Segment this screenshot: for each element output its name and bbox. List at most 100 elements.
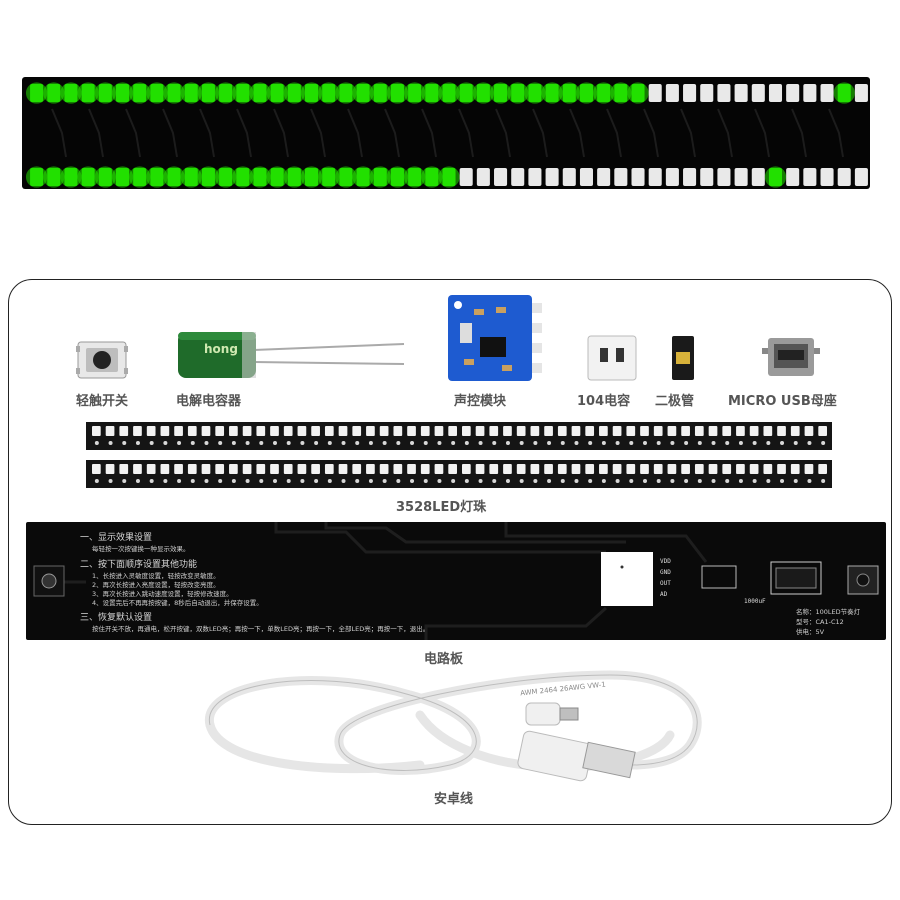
led-bottom <box>665 168 679 186</box>
led-bead <box>270 464 279 474</box>
pcb-section2-line-3: 3、再次长按进入跳动速度设置，轻按修改速度。 <box>92 590 233 598</box>
led-top <box>768 84 783 102</box>
tape-sprocket-hole <box>300 441 305 445</box>
led-bottom <box>700 168 714 186</box>
led-bead <box>585 464 595 474</box>
tape-sprocket-hole <box>725 441 730 445</box>
pcb-section1-title: 一、显示效果设置 <box>80 533 153 543</box>
tape-sprocket-hole <box>231 479 236 483</box>
led-bottom <box>408 168 422 186</box>
led-bead <box>804 464 814 474</box>
tape-sprocket-hole <box>574 441 579 445</box>
led-bottom <box>579 168 593 186</box>
tape-sprocket-hole <box>821 441 826 445</box>
pin-ad: AD <box>660 591 668 598</box>
tape-sprocket-hole <box>807 441 812 445</box>
tape-sprocket-hole <box>314 479 319 483</box>
led-top <box>786 84 800 102</box>
led-bead <box>475 426 485 436</box>
led-bottom <box>270 168 284 186</box>
led-bead <box>283 464 293 474</box>
tape-sprocket-hole <box>259 441 264 445</box>
micro-usb-socket-image <box>762 334 820 380</box>
led-bead <box>516 464 526 474</box>
led-bead <box>653 464 663 474</box>
tape-sprocket-hole <box>629 441 634 445</box>
led-bottom <box>614 168 628 186</box>
pcb-section3-line: 按住开关不放，再通电，松开按键，双数LED亮；再按一下，单数LED亮；再按一下，… <box>92 625 430 633</box>
led-bottom <box>47 168 61 186</box>
tape-sprocket-hole <box>177 441 182 445</box>
strip-trace <box>458 108 474 158</box>
led-bottom <box>820 168 834 186</box>
led-top <box>459 84 473 102</box>
led-bottom <box>167 168 181 186</box>
tape-sprocket-hole <box>793 441 798 445</box>
tape-sprocket-hole <box>423 441 428 445</box>
led-bead <box>736 426 745 436</box>
led-top <box>854 84 868 102</box>
led-bead <box>516 426 526 436</box>
led-bead <box>557 464 567 474</box>
tape-sprocket-hole <box>601 441 606 445</box>
tape-sprocket-hole <box>643 479 647 483</box>
led-bead <box>694 464 704 474</box>
tape-sprocket-hole <box>615 479 620 483</box>
tape-sprocket-hole <box>94 441 99 445</box>
led-bead <box>311 426 320 436</box>
led-bead <box>338 464 348 474</box>
tape-sprocket-hole <box>451 479 456 483</box>
led-bead <box>544 464 553 474</box>
led-top <box>133 84 147 102</box>
led-top <box>751 84 765 102</box>
led-bottom <box>115 168 130 186</box>
led-top <box>305 84 319 102</box>
led-bead <box>242 426 252 436</box>
tape-sprocket-hole <box>190 479 195 483</box>
tape-sprocket-hole <box>368 479 373 483</box>
led-tape-2 <box>86 460 832 488</box>
tape-sprocket-hole <box>286 479 291 483</box>
tape-sprocket-hole <box>122 479 127 483</box>
led-top <box>562 84 576 102</box>
android-cable-label: 安卓线 <box>434 792 474 807</box>
led-bead <box>777 426 786 436</box>
circuit-board-image: 一、显示效果设置 每轻按一次按键换一种显示效果。 二、按下面顺序设置其他功能 1… <box>26 522 886 640</box>
pcb-section2-title: 二、按下面顺序设置其他功能 <box>80 560 198 570</box>
led-beads-label: 3528LED灯珠 <box>396 500 487 515</box>
led-bead <box>612 464 622 474</box>
tape-sprocket-hole <box>519 441 524 445</box>
micro-usb-label: MICRO USB母座 <box>728 394 837 409</box>
led-bottom <box>356 168 370 186</box>
led-bead <box>489 426 499 436</box>
led-bottom <box>30 168 44 186</box>
led-bead <box>694 426 704 436</box>
led-bottom <box>236 168 250 186</box>
led-bead <box>105 426 115 436</box>
led-bead <box>777 464 786 474</box>
led-bottom <box>373 168 387 186</box>
led-bottom <box>494 168 508 186</box>
tape-sprocket-hole <box>615 441 620 445</box>
tape-sprocket-hole <box>643 441 647 445</box>
led-bead <box>133 426 142 436</box>
sound-module-label: 声控模块 <box>454 394 507 409</box>
led-bottom <box>219 168 233 186</box>
led-bottom <box>631 168 645 186</box>
led-bead <box>256 464 266 474</box>
led-top <box>717 84 731 102</box>
strip-trace <box>828 108 844 158</box>
led-top <box>597 84 611 102</box>
led-bottom <box>734 168 748 186</box>
tape-sprocket-hole <box>738 479 743 483</box>
led-bead <box>92 464 101 474</box>
led-bead <box>640 426 649 436</box>
led-top <box>425 84 439 102</box>
led-bead <box>229 464 238 474</box>
led-bead <box>722 464 732 474</box>
tape-sprocket-hole <box>149 479 154 483</box>
led-bottom <box>459 168 473 186</box>
tape-sprocket-hole <box>697 479 702 483</box>
tape-sprocket-hole <box>519 479 524 483</box>
led-top <box>270 84 284 102</box>
